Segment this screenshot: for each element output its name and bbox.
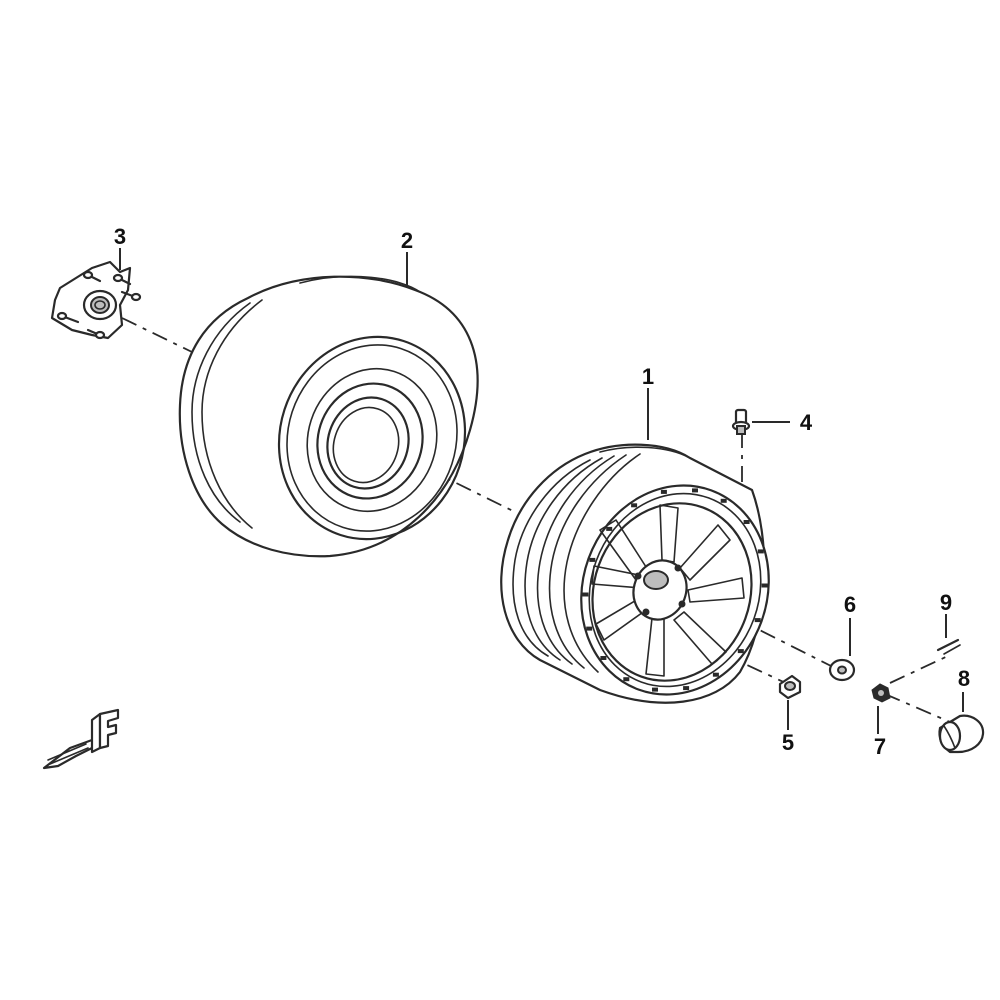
callout-castle-nut: 7	[874, 734, 886, 759]
rim-rivet	[586, 626, 593, 631]
hub-studs	[56, 270, 142, 340]
callout-cotter-pin: 9	[940, 590, 952, 615]
rim-rivet	[692, 488, 698, 493]
castle-nut-part	[871, 683, 891, 703]
callout-washer: 6	[844, 592, 856, 617]
rim-rivet	[720, 498, 727, 503]
rim-rivet	[712, 672, 719, 677]
callout-lug-nut: 5	[782, 730, 794, 755]
rim-rivet	[757, 549, 764, 554]
front-direction-arrow-icon: F	[42, 708, 120, 770]
rim-rivet	[623, 677, 630, 682]
hub-part	[50, 260, 142, 340]
washer-part	[828, 658, 856, 682]
callout-valve: 4	[800, 410, 813, 435]
lug-nut-part	[778, 674, 802, 700]
leader-lines	[119, 248, 964, 734]
axis-hub-to-tire	[121, 317, 193, 353]
tire-part	[178, 275, 479, 558]
rim-rivet	[660, 489, 667, 494]
rim-part	[500, 443, 770, 704]
rim-rivet	[652, 687, 658, 692]
rim-rivet	[754, 618, 761, 623]
rim-rivet	[600, 656, 607, 660]
rim-rivet	[606, 526, 613, 531]
callout-hub-cap: 8	[958, 666, 970, 691]
rim-rivet	[743, 520, 750, 524]
callout-tire: 2	[401, 228, 413, 253]
axis-nut-to-cap	[884, 693, 951, 723]
callout-rim: 1	[642, 364, 654, 389]
rim-rivet	[761, 583, 768, 588]
callout-hub: 3	[114, 224, 126, 249]
valve-part	[731, 408, 751, 435]
rim-rivet	[589, 557, 596, 562]
axis-cotter-pin	[889, 654, 951, 684]
rim-rivet	[631, 503, 638, 508]
cotter-pin-part	[936, 638, 961, 655]
hub-cap-part	[938, 714, 985, 754]
callout-labels: 3 2 1 4 5 6 7 8 9	[114, 224, 970, 759]
rim-rivet	[582, 592, 589, 597]
rim-rivet	[683, 686, 690, 691]
rim-rivet	[737, 649, 744, 654]
rim-rivets	[582, 488, 768, 692]
